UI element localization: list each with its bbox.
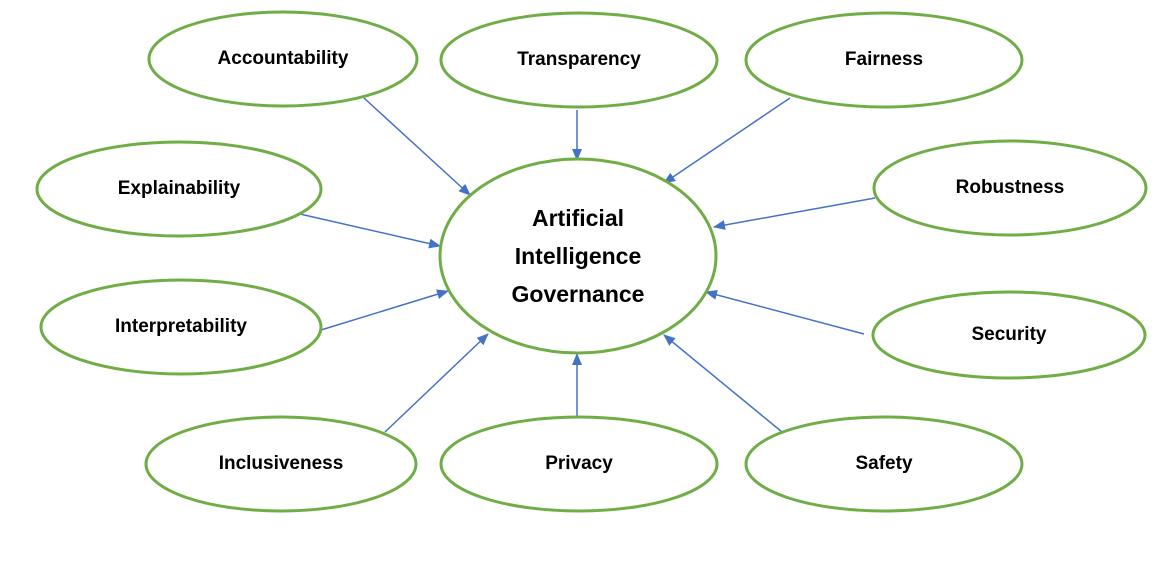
arrow-accountability [363,97,471,196]
node-privacy: Privacy [439,415,719,513]
arrows [299,97,876,433]
node-security: Security [871,290,1147,380]
arrow-interpretability [320,289,449,331]
node-label-explainability: Explainability [118,178,241,199]
node-accountability: Accountability [147,10,419,108]
node-label-transparency: Transparency [517,49,641,70]
node-label-security: Security [972,324,1047,345]
arrow-safety [663,334,783,433]
center-node: Artificial Intelligence Governance [438,157,718,355]
center-label-line-1: Artificial [532,205,624,231]
node-robustness: Robustness [872,139,1148,237]
node-fairness: Fairness [744,11,1024,109]
node-label-privacy: Privacy [545,453,613,474]
node-safety: Safety [744,415,1024,513]
node-transparency: Transparency [439,11,719,109]
node-inclusiveness: Inclusiveness [144,415,418,513]
node-label-inclusiveness: Inclusiveness [219,453,344,474]
center-label-line-3: Governance [512,281,645,307]
arrow-explainability [299,213,441,249]
node-interpretability: Interpretability [39,278,323,376]
node-explainability: Explainability [35,140,323,238]
node-label-safety: Safety [855,453,912,474]
node-label-robustness: Robustness [956,177,1065,198]
center-label-line-2: Intelligence [515,243,642,269]
arrow-inclusiveness [384,333,489,433]
arrow-robustness [713,197,876,230]
node-label-interpretability: Interpretability [115,316,247,337]
arrow-security [705,289,865,335]
node-label-fairness: Fairness [845,49,923,70]
node-label-accountability: Accountability [218,48,349,69]
arrow-fairness [663,97,791,184]
